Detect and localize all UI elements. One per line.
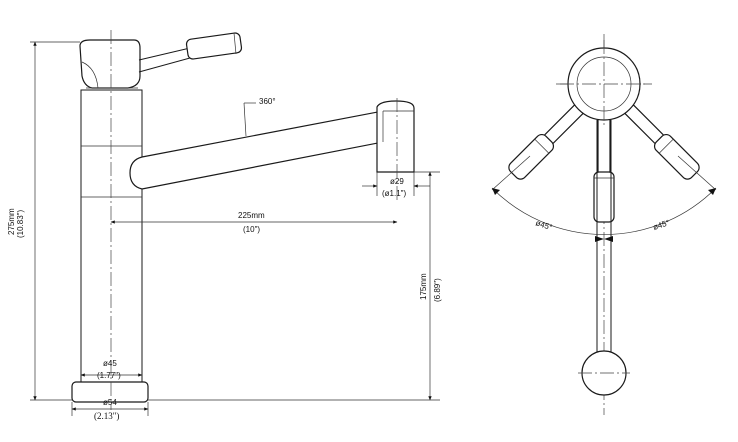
total-height-mm: 275mm (7, 208, 16, 235)
angle-arc (491, 187, 717, 235)
angle-arrow-right (708, 188, 716, 195)
body-diameter-in: (1.77") (97, 371, 121, 380)
base-diameter-mm: ø54 (103, 398, 117, 407)
handle-grip (185, 32, 243, 60)
angle-ext-right (677, 155, 717, 191)
angle-ext-left (491, 155, 531, 191)
handle-lever (138, 47, 191, 73)
outlet-mm: ø29 (390, 177, 404, 186)
handle-cap-curve (81, 61, 99, 89)
rotation-label: 360° (259, 97, 276, 106)
faucet-body (80, 89, 143, 383)
spout-height-mm: 175mm (419, 273, 428, 300)
handle-cap (79, 39, 141, 89)
spout-height-in: (6.89") (433, 278, 442, 302)
angle-arrow-center-r (604, 236, 613, 242)
reach-mm: 225mm (238, 211, 265, 220)
reach-in: (10") (243, 225, 260, 234)
faucet-base (71, 381, 149, 403)
front-view: 360° 275mm (10.83") 225mm (10") ø29 (ø1.… (7, 30, 442, 421)
right-angle-label: ø45° (652, 218, 671, 232)
total-height-in: (10.83") (16, 209, 25, 238)
top-view: ø45° ø45° (491, 34, 717, 415)
body-diameter-mm: ø45 (103, 359, 117, 368)
base-diameter-in: (2.13") (94, 411, 119, 421)
left-angle-label: ø45° (534, 218, 553, 232)
rotation-leader (243, 102, 247, 137)
outlet-in: (ø1.1") (382, 189, 407, 198)
handle-grip-end (233, 32, 237, 55)
angle-arrow-left (492, 188, 500, 195)
spout-arm (129, 110, 384, 190)
angle-arrow-center-l (595, 236, 604, 242)
spout-head (376, 100, 415, 173)
